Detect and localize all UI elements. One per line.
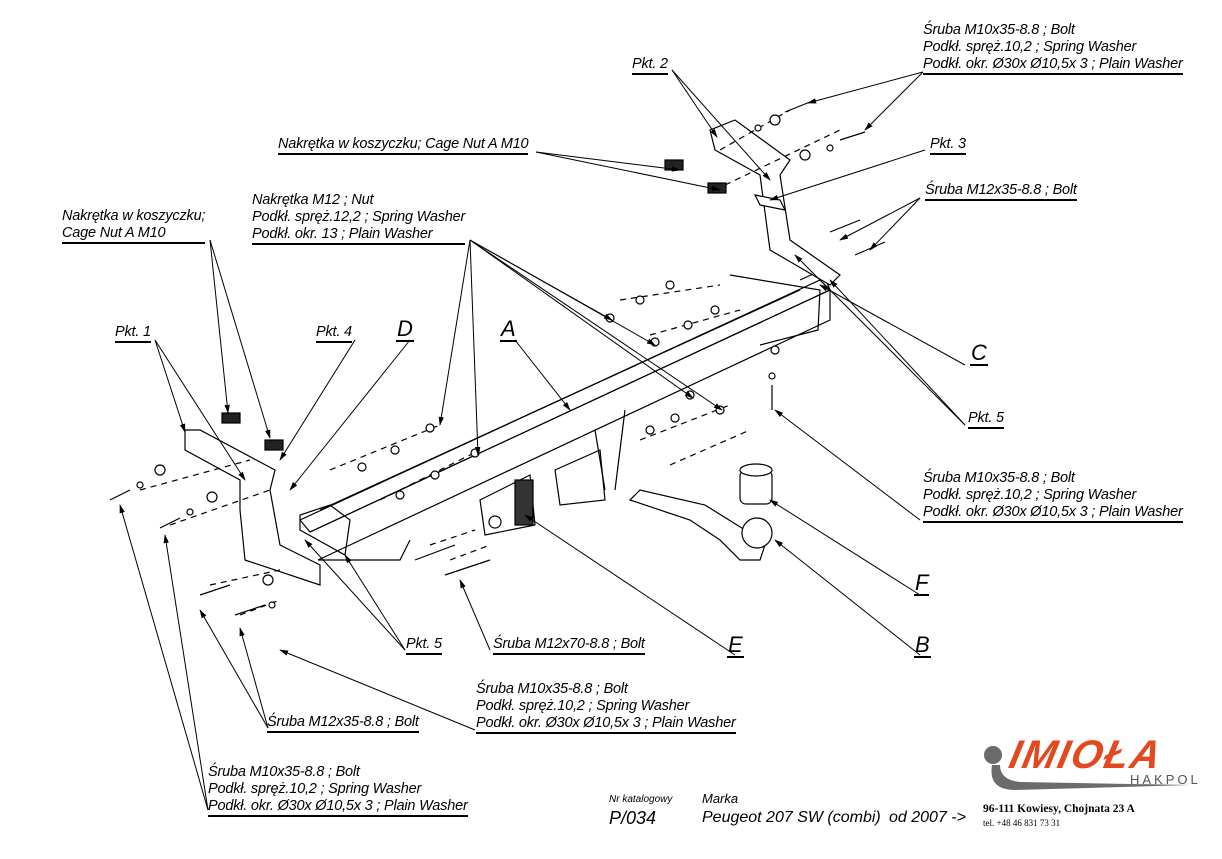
catalog-number: P/034 [609, 808, 657, 828]
callout-cage-nut-left: Nakrętka w koszyczku; Cage Nut A M10 [62, 208, 205, 244]
callout-line: Pkt. 1 [115, 324, 151, 343]
catalog-number-label: Nr katalogowy [609, 794, 673, 805]
callout-line: Nakrętka w koszyczku; Cage Nut A M10 [278, 136, 529, 155]
callout-line: Podkł. spręż.10,2 ; Spring Washer [923, 487, 1137, 503]
callout-line: Pkt. 4 [316, 324, 352, 343]
callout-bolt-m12x70: Śruba M12x70-8.8 ; Bolt [493, 636, 645, 655]
callout-bolt-m10-top-right: Śruba M10x35-8.8 ; Bolt Podkł. spręż.10,… [923, 22, 1183, 75]
left-bracket [184, 429, 351, 586]
company-address: 96-111 Kowiesy, Chojnata 23 A [983, 803, 1135, 815]
part-label-a: A [500, 316, 517, 342]
company-phone: tel. +48 46 831 73 31 [983, 818, 1061, 828]
production-year: od 2007 -> [889, 809, 966, 826]
callout-line: Pkt. 5 [406, 636, 442, 655]
callout-line: Podkł. spręż.12,2 ; Spring Washer [252, 209, 466, 225]
callout-pkt2: Pkt. 2 [632, 56, 668, 75]
callout-line: Śruba M10x35-8.8 ; Bolt [208, 764, 360, 780]
callout-line: Nakrętka M12 ; Nut [252, 192, 374, 208]
callout-line: Podkł. okr. Ø30x Ø10,5x 3 ; Plain Washer [476, 715, 736, 734]
callout-nut-m12: Nakrętka M12 ; Nut Podkł. spręż.12,2 ; S… [252, 192, 465, 245]
part-label-f: F [914, 570, 930, 596]
callout-line: Nakrętka w koszyczku; [62, 208, 206, 224]
callout-pkt4: Pkt. 4 [316, 324, 352, 343]
callout-bolt-m12-right: Śruba M12x35-8.8 ; Bolt [925, 182, 1077, 201]
callout-bolt-m12-left: Śruba M12x35-8.8 ; Bolt [267, 714, 419, 733]
callout-line: Pkt. 5 [968, 410, 1004, 429]
ball-cap-f [739, 463, 773, 505]
part-label-b: B [914, 632, 931, 658]
tow-ball-b [628, 489, 773, 561]
callout-line: Cage Nut A M10 [62, 225, 206, 244]
callout-line: Podkł. okr. Ø30x Ø10,5x 3 ; Plain Washer [923, 504, 1183, 523]
callout-bolt-m10-center: Śruba M10x35-8.8 ; Bolt Podkł. spręż.10,… [476, 681, 736, 734]
right-bracket-c [709, 119, 841, 286]
callout-line: Podkł. okr. Ø30x Ø10,5x 3 ; Plain Washer [208, 798, 468, 817]
socket-plate-e [479, 474, 536, 536]
callout-pkt5-left: Pkt. 5 [406, 636, 442, 655]
company-logo-sub: HAKPOL [1130, 772, 1201, 787]
callout-line: Śruba M10x35-8.8 ; Bolt [923, 470, 1075, 486]
callout-line: Śruba M12x70-8.8 ; Bolt [493, 636, 645, 655]
callout-line: Śruba M10x35-8.8 ; Bolt [923, 22, 1075, 38]
center-mount [554, 409, 626, 506]
callout-line: Podkł. okr. 13 ; Plain Washer [252, 226, 466, 245]
callout-line: Podkł. okr. Ø30x Ø10,5x 3 ; Plain Washer [923, 56, 1183, 75]
callout-pkt1: Pkt. 1 [115, 324, 151, 343]
part-label-c: C [970, 340, 988, 366]
callout-line: Pkt. 2 [632, 56, 668, 75]
logo-mark [984, 746, 1190, 790]
callout-line: Pkt. 3 [930, 136, 966, 155]
crossbeam-a [299, 269, 832, 561]
callout-bolt-m10-bottom-left: Śruba M10x35-8.8 ; Bolt Podkł. spręż.10,… [208, 764, 468, 817]
callout-line: Podkł. spręż.10,2 ; Spring Washer [208, 781, 422, 797]
callout-line: Podkł. spręż.10,2 ; Spring Washer [476, 698, 690, 714]
callout-bolt-m10-mid-right: Śruba M10x35-8.8 ; Bolt Podkł. spręż.10,… [923, 470, 1183, 523]
callout-cage-nut-top: Nakrętka w koszyczku; Cage Nut A M10 [278, 136, 529, 155]
callout-line: Podkł. spręż.10,2 ; Spring Washer [923, 39, 1137, 55]
callout-pkt3: Pkt. 3 [930, 136, 966, 155]
callout-pkt5-right: Pkt. 5 [968, 410, 1004, 429]
callout-line: Śruba M10x35-8.8 ; Bolt [476, 681, 628, 697]
part-label-d: D [396, 316, 414, 342]
brand-label: Marka [702, 791, 739, 806]
callout-line: Śruba M12x35-8.8 ; Bolt [267, 714, 419, 733]
vehicle-model: Peugeot 207 SW (combi) [702, 809, 881, 826]
part-label-e: E [727, 632, 744, 658]
callout-line: Śruba M12x35-8.8 ; Bolt [925, 182, 1077, 201]
